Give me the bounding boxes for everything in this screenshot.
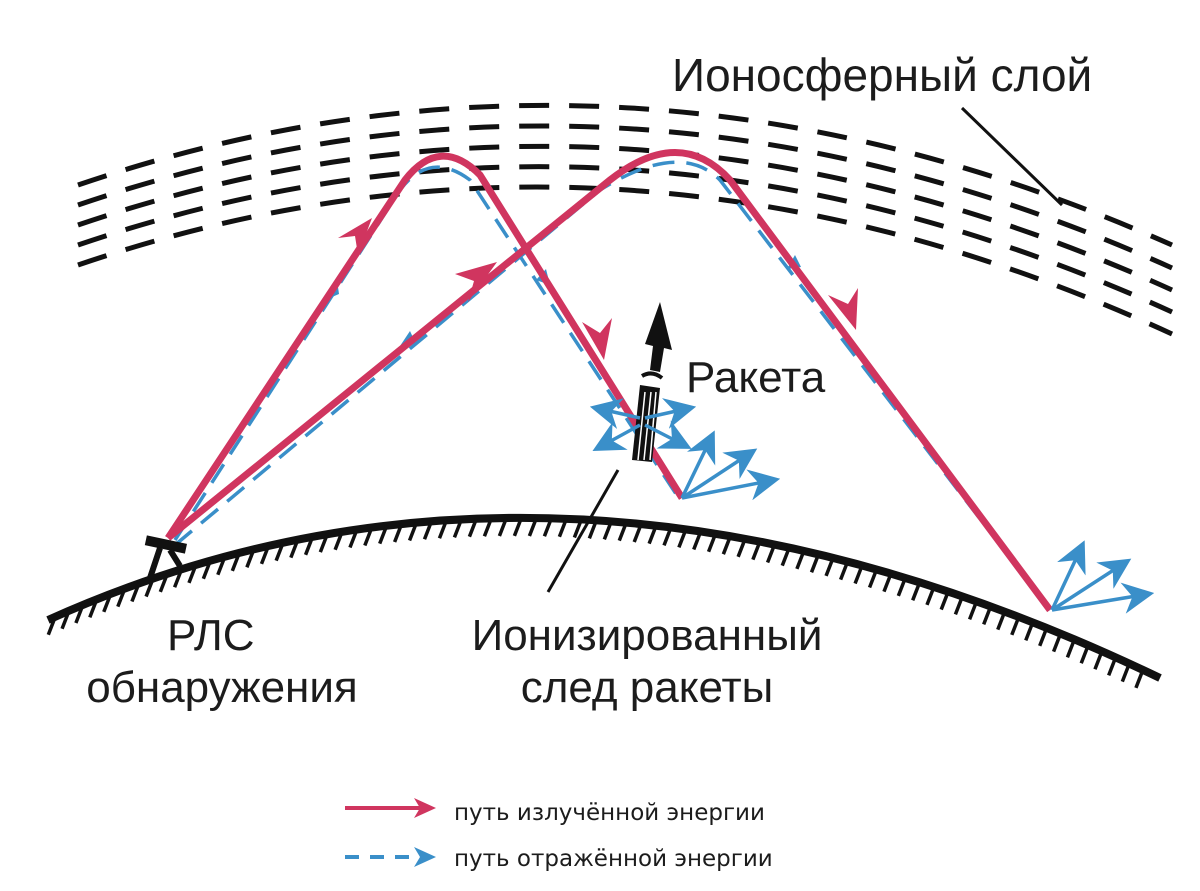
- radar-station-icon: [144, 535, 187, 579]
- trail-pointer-line: [546, 469, 620, 593]
- rocket-icon: [632, 302, 672, 462]
- reflected-direction-markers: [325, 255, 801, 346]
- ionosphere-pointer-line: [960, 106, 1064, 207]
- legend: путь излучённой энергии путь отражённой …: [340, 790, 773, 882]
- legend-item-emitted: путь излучённой энергии: [340, 790, 773, 836]
- emitted-direction-markers: [338, 218, 858, 360]
- emitted-energy-paths: [165, 149, 1053, 613]
- trail-scatter-arrows: [589, 398, 697, 452]
- trail-label-line1: Ионизированный: [471, 611, 823, 660]
- radar-label: РЛС обнаружения: [52, 610, 392, 714]
- legend-label-reflected: путь отражённой энергии: [454, 846, 773, 872]
- rocket-label: Ракета: [686, 353, 826, 402]
- legend-label-emitted: путь излучённой энергии: [454, 800, 765, 826]
- ionosphere-label: Ионосферный слой: [672, 49, 1093, 101]
- legend-emitted-swatch: [345, 798, 436, 818]
- trail-label: Ионизированный след ракеты: [422, 610, 872, 714]
- earth-surface: [46, 513, 1162, 689]
- radar-label-line2: обнаружения: [86, 662, 358, 712]
- ground-scatter-arrows-1: [680, 430, 781, 501]
- legend-item-reflected: путь отражённой энергии: [340, 836, 773, 882]
- radar-label-line1: РЛС: [167, 611, 255, 660]
- ground-scatter-arrows-2: [1050, 540, 1155, 614]
- trail-label-line2: след ракеты: [520, 662, 774, 712]
- legend-reflected-swatch: [345, 847, 436, 867]
- ionosphere-layer: [77, 102, 1174, 337]
